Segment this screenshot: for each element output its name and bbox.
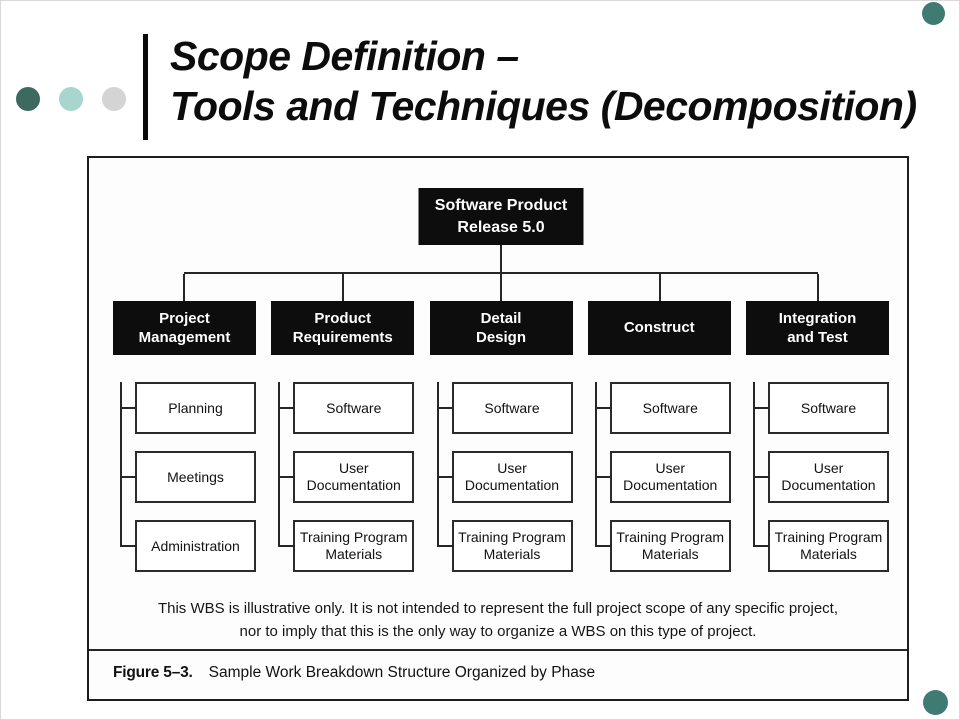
connector-stub xyxy=(594,476,612,478)
decorative-dots xyxy=(16,87,126,111)
wbs-column-construct: Construct Software User Documentation Tr… xyxy=(587,301,731,572)
corner-teal-dot-icon xyxy=(923,690,948,715)
wbs-column-project-management: Project Management Planning Meetings Adm… xyxy=(113,301,256,572)
wbs-item-box: Training Program Materials xyxy=(594,520,731,572)
phase-children: Software User Documentation Training Pro… xyxy=(430,382,573,572)
wbs-figure-panel: Software Product Release 5.0 Project Man… xyxy=(87,156,909,701)
light-teal-dot-icon xyxy=(59,87,83,111)
connector-stub xyxy=(120,545,137,547)
phase-children: Software User Documentation Training Pro… xyxy=(746,382,889,572)
connector-stub xyxy=(436,476,454,478)
wbs-item-box: Software xyxy=(436,382,573,434)
figure-caption-label: Figure 5–3. xyxy=(113,664,193,681)
phase-children: Software User Documentation Training Pro… xyxy=(588,382,731,572)
wbs-column-integration-and-test: Integration and Test Software User Docum… xyxy=(746,301,889,572)
level1-connector-line xyxy=(183,272,819,301)
connector-stub xyxy=(594,407,612,409)
phase-box: Integration and Test xyxy=(746,301,889,355)
connector-stub xyxy=(753,476,770,478)
title-line-1: Scope Definition – xyxy=(170,33,519,79)
wbs-column-product-requirements: Product Requirements Software User Docum… xyxy=(271,301,415,572)
column-spine-line xyxy=(120,382,122,546)
connector-stub xyxy=(753,407,770,409)
connector-stub xyxy=(436,545,454,547)
connector-stub xyxy=(753,545,770,547)
wbs-item-box: Training Program Materials xyxy=(753,520,889,572)
figure-caption: Figure 5–3. Sample Work Breakdown Structu… xyxy=(113,664,595,682)
phase-drop-line xyxy=(183,274,185,301)
wbs-item-box: User Documentation xyxy=(753,451,889,503)
phase-drop-line xyxy=(500,274,502,301)
phase-drop-line xyxy=(341,274,344,301)
title-accent-bar xyxy=(143,34,148,140)
corner-teal-dot-icon xyxy=(922,2,945,25)
wbs-note: This WBS is illustrative only. It is not… xyxy=(157,600,839,640)
phase-drop-line xyxy=(817,274,819,301)
wbs-item-box: User Documentation xyxy=(436,451,573,503)
figure-caption-text: Sample Work Breakdown Structure Organize… xyxy=(208,664,596,681)
teal-dot-icon xyxy=(16,87,40,111)
wbs-root-box: Software Product Release 5.0 xyxy=(418,188,584,245)
phase-box: Project Management xyxy=(113,301,256,355)
connector-stub xyxy=(436,407,454,409)
phase-box: Product Requirements xyxy=(271,301,415,355)
phase-box: Detail Design xyxy=(429,301,573,355)
column-spine-line xyxy=(594,382,597,546)
wbs-item-box: Software xyxy=(278,382,415,434)
wbs-item-box: Training Program Materials xyxy=(436,520,573,572)
wbs-column-detail-design: Detail Design Software User Documentatio… xyxy=(429,301,573,572)
connector-stub xyxy=(278,407,296,409)
slide-title: Scope Definition –Tools and Techniques (… xyxy=(170,31,917,131)
wbs-item-box: Planning xyxy=(120,382,256,434)
wbs-columns: Project Management Planning Meetings Adm… xyxy=(113,301,889,572)
connector-stub xyxy=(278,476,296,478)
title-line-2: Tools and Techniques (Decomposition) xyxy=(170,83,917,129)
connector-stub xyxy=(594,545,612,547)
wbs-item-box: Administration xyxy=(120,520,256,572)
phase-drop-line xyxy=(658,274,661,301)
connector-stub xyxy=(120,476,137,478)
wbs-item-box: Training Program Materials xyxy=(278,520,415,572)
wbs-item-box: Software xyxy=(594,382,731,434)
wbs-item-box: Software xyxy=(753,382,889,434)
phase-box: Construct xyxy=(587,301,731,355)
column-spine-line xyxy=(436,382,439,546)
column-spine-line xyxy=(753,382,755,546)
gray-dot-icon xyxy=(102,87,126,111)
wbs-item-box: Meetings xyxy=(120,451,256,503)
column-spine-line xyxy=(278,382,281,546)
phase-children: Software User Documentation Training Pro… xyxy=(271,382,415,572)
phase-children: Planning Meetings Administration xyxy=(113,382,256,572)
root-connector-line xyxy=(500,245,502,272)
caption-divider-line xyxy=(89,649,907,651)
wbs-item-box: User Documentation xyxy=(278,451,415,503)
wbs-item-box: User Documentation xyxy=(594,451,731,503)
connector-stub xyxy=(120,407,137,409)
connector-stub xyxy=(278,545,296,547)
